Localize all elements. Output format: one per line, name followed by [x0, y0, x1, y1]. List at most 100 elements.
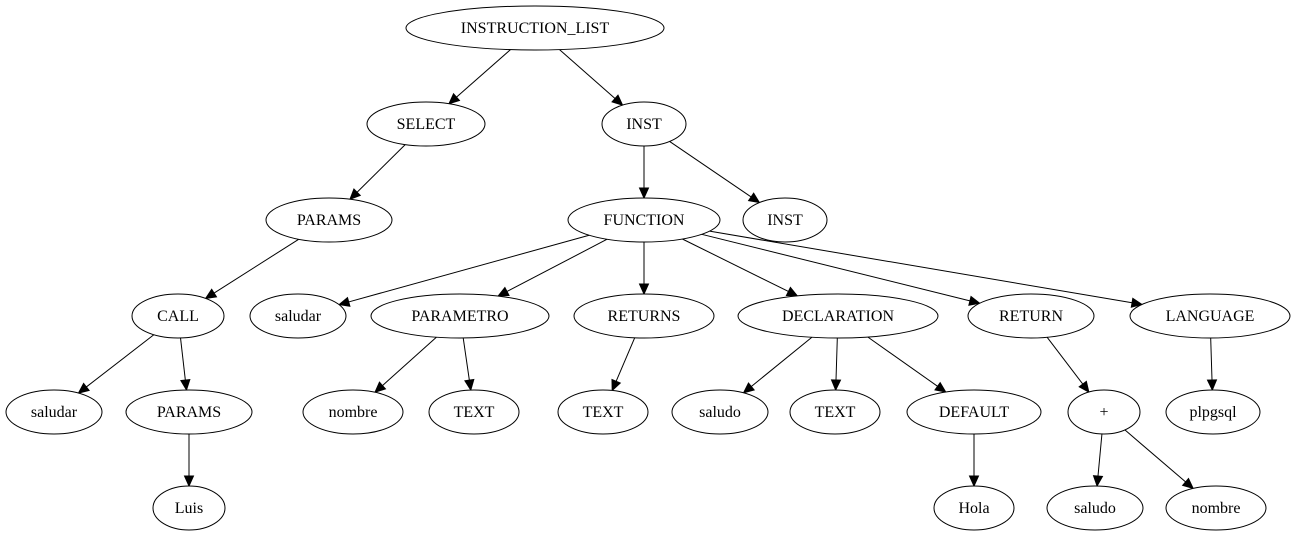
- edges-layer: [77, 49, 1218, 490]
- node-ellipse: [671, 389, 769, 435]
- node-label: INST: [626, 116, 662, 133]
- node-inst: INST: [601, 101, 687, 147]
- node-text: TEXT: [789, 389, 881, 435]
- node-ellipse: [366, 101, 486, 147]
- arrowhead: [747, 192, 761, 204]
- edge-line: [701, 233, 971, 302]
- node-inst: INST: [742, 197, 828, 243]
- node-ellipse: [152, 485, 226, 531]
- arrowhead: [497, 286, 510, 297]
- node-select: SELECT: [366, 101, 486, 147]
- edge-n_inst-to-n_inst2: [669, 141, 761, 204]
- edge-line: [709, 230, 1133, 304]
- node-label: CALL: [157, 308, 199, 325]
- node-plus: +: [1067, 389, 1141, 435]
- node-ellipse: [601, 101, 687, 147]
- arrowhead: [374, 381, 387, 394]
- node-default: DEFAULT: [906, 389, 1042, 435]
- edge-n_root-to-n_inst: [559, 49, 624, 106]
- arrowhead: [464, 378, 475, 392]
- node-ellipse: [131, 293, 225, 339]
- node-function: FUNCTION: [567, 197, 721, 243]
- edge-n_function-to-n_language: [709, 230, 1144, 308]
- edge-n_default-to-n_hola: [968, 434, 980, 488]
- node-label: Hola: [958, 500, 989, 517]
- edge-n_function-to-n_saludar_fn: [337, 234, 590, 307]
- node-label: TEXT: [454, 404, 495, 421]
- node-text: TEXT: [428, 389, 520, 435]
- node-nombre: nombre: [302, 389, 404, 435]
- node-label: TEXT: [815, 404, 856, 421]
- arrowhead: [611, 94, 624, 106]
- node-label: DEFAULT: [939, 404, 1009, 421]
- node-ellipse: [265, 197, 393, 243]
- edge-line: [867, 336, 938, 387]
- node-label: RETURNS: [608, 308, 681, 325]
- node-ellipse: [567, 197, 721, 243]
- node-call: CALL: [131, 293, 225, 339]
- edge-line: [751, 336, 813, 387]
- node-label: PARAMS: [297, 212, 361, 229]
- arrowhead: [934, 381, 947, 393]
- node-label: SELECT: [397, 116, 456, 133]
- edge-line: [348, 234, 590, 303]
- edge-line: [213, 238, 299, 294]
- node-ellipse: [405, 5, 665, 51]
- edge-n_returns-to-n_text2: [611, 337, 636, 392]
- node-plpgsql: plpgsql: [1165, 389, 1261, 435]
- edge-n_call-to-n_params2: [180, 337, 191, 392]
- node-params: PARAMS: [265, 197, 393, 243]
- arrowhead: [1206, 379, 1218, 392]
- node-ellipse: [125, 389, 253, 435]
- node-hola: Hola: [933, 485, 1015, 531]
- edge-line: [180, 337, 186, 381]
- node-label: +: [1099, 404, 1108, 421]
- node-label: saludar: [275, 308, 322, 325]
- edge-n_function-to-n_parametro: [497, 238, 608, 297]
- arrowhead: [638, 187, 650, 200]
- arrowhead: [968, 295, 981, 306]
- edge-line: [1046, 336, 1084, 385]
- arrowhead: [742, 382, 756, 394]
- arrowhead: [1078, 380, 1090, 394]
- arrowhead: [830, 379, 842, 392]
- node-label: INSTRUCTION_LIST: [461, 20, 610, 37]
- node-instruction-list: INSTRUCTION_LIST: [405, 5, 665, 51]
- edge-n_params1-to-n_call: [204, 238, 299, 300]
- edge-line: [1124, 429, 1186, 483]
- edge-n_inst-to-n_function: [638, 146, 650, 200]
- edge-n_plus-to-n_nombre2: [1124, 429, 1195, 490]
- node-label: RETURN: [999, 308, 1063, 325]
- edge-line: [1210, 337, 1213, 381]
- edge-n_return-to-n_plus: [1046, 336, 1090, 394]
- arrowhead: [1181, 477, 1195, 490]
- node-label: Luis: [175, 500, 203, 517]
- edge-n_call-to-n_saludar_call: [77, 334, 155, 394]
- node-parametro: PARAMETRO: [370, 293, 550, 339]
- edge-line: [506, 238, 608, 292]
- arrowhead: [611, 378, 622, 392]
- edge-line: [456, 49, 511, 98]
- edge-n_function-to-n_declaration: [682, 238, 799, 297]
- node-ellipse: [302, 389, 404, 435]
- arrowhead: [785, 286, 799, 297]
- edge-n_parametro-to-n_text1: [462, 337, 475, 392]
- node-label: TEXT: [583, 404, 624, 421]
- node-label: FUNCTION: [604, 212, 685, 229]
- node-text: TEXT: [557, 389, 649, 435]
- arrowhead: [180, 378, 191, 392]
- arrowhead: [638, 283, 650, 296]
- arrowhead: [1130, 297, 1144, 308]
- arrowhead: [448, 92, 461, 105]
- edge-n_params2-to-n_luis: [183, 434, 195, 488]
- edge-n_function-to-n_return: [701, 233, 981, 306]
- node-ellipse: [1165, 485, 1267, 531]
- edge-n_declaration-to-n_saludo1: [742, 336, 813, 394]
- edge-line: [559, 49, 616, 99]
- node-nombre: nombre: [1165, 485, 1267, 531]
- node-label: saludar: [31, 404, 78, 421]
- edge-line: [382, 336, 437, 386]
- arrowhead: [349, 188, 362, 201]
- node-label: nombre: [329, 404, 378, 421]
